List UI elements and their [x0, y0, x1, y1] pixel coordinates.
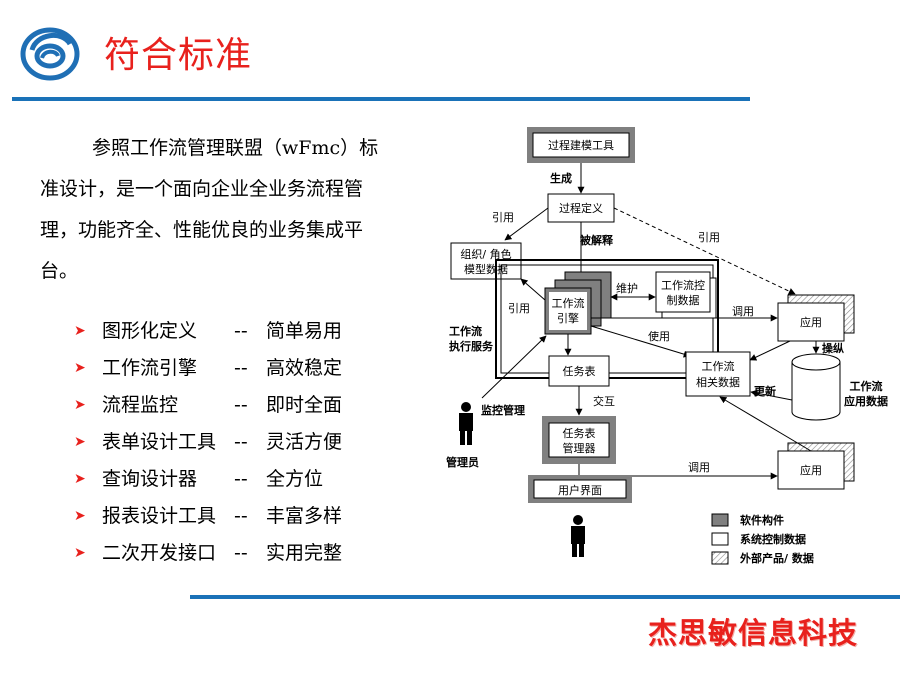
- execution-service-label-line1: 工作流: [449, 324, 482, 338]
- workflow-relevant-data-label-line2: 相关数据: [696, 375, 740, 389]
- feature-item: ➤ 报表设计工具 -- 丰富多样: [74, 501, 394, 531]
- org-role-model-label-line1: 组织/ 角色: [460, 247, 511, 261]
- application-label-1: 应用: [800, 315, 822, 329]
- feature-description: 即时全面: [266, 394, 343, 416]
- generate-label: 生成: [550, 171, 572, 185]
- workflow-control-data-label-line1: 工作流控: [661, 278, 705, 292]
- update-label: 更新: [754, 384, 776, 398]
- bullet-arrow-icon: ➤: [74, 434, 86, 450]
- bullet-arrow-icon: ➤: [74, 360, 86, 376]
- reference-label-top: 引用: [492, 210, 514, 224]
- brand-name: 杰思敏信息科技: [648, 616, 859, 650]
- invoke-label-1: 调用: [732, 305, 754, 318]
- legend-swatch-hatched: [711, 551, 729, 565]
- workflow-reference-diagram: 过程建模工具 生成 过程定义 引用 引用 被解释 组织/ 角色 模型数据 工作流…: [446, 127, 888, 565]
- legend-label-external: 外部产品/ 数据: [739, 551, 814, 565]
- task-list-manager-label-line2: 管理器: [563, 441, 596, 455]
- administrator-person-icon: [459, 402, 473, 445]
- workflow-control-data-label-line2: 制数据: [667, 293, 700, 307]
- maintain-label: 维护: [616, 281, 638, 295]
- admin-label: 管理员: [446, 455, 479, 469]
- feature-name: 流程监控: [102, 394, 179, 416]
- application-label-2: 应用: [800, 463, 822, 477]
- workflow-relevant-data-box: [685, 351, 751, 397]
- user-interface-label: 用户界面: [558, 483, 602, 497]
- feature-name: 报表设计工具: [102, 505, 217, 527]
- application-database-icon: [791, 362, 841, 421]
- reference-label-left: 引用: [508, 301, 530, 315]
- footer-divider: [190, 595, 900, 599]
- application-box-2: [777, 450, 845, 490]
- feature-separator: --: [234, 468, 248, 490]
- feature-separator: --: [234, 394, 248, 416]
- feature-name: 图形化定义: [102, 320, 198, 342]
- app-data-label-line1: 工作流: [850, 379, 883, 393]
- reference-label-right: 引用: [698, 230, 720, 244]
- feature-separator: --: [234, 431, 248, 453]
- bullet-arrow-icon: ➤: [74, 397, 86, 413]
- feature-description: 实用完整: [266, 542, 343, 564]
- legend-swatch-white: [711, 532, 729, 546]
- process-definition-box: [547, 193, 615, 223]
- feature-description: 简单易用: [266, 320, 343, 342]
- company-logo-icon: [20, 27, 80, 81]
- user-person-icon: [571, 515, 585, 557]
- slide-title: 符合标准: [104, 35, 253, 76]
- feature-separator: --: [234, 357, 248, 379]
- app-data-label-line2: 应用数据: [844, 394, 888, 408]
- execution-service-label-line2: 执行服务: [449, 339, 494, 353]
- workflow-relevant-data-label-line1: 工作流: [702, 359, 735, 373]
- process-modeling-tool-label: 过程建模工具: [548, 138, 614, 152]
- feature-description: 灵活方便: [266, 431, 343, 453]
- legend-label-control-data: 系统控制数据: [740, 532, 806, 546]
- use-label: 使用: [648, 330, 670, 343]
- process-definition-label: 过程定义: [559, 201, 603, 215]
- workflow-engine-label-line1: 工作流: [552, 296, 585, 310]
- feature-description: 全方位: [266, 468, 324, 490]
- feature-item: ➤ 工作流引擎 -- 高效稳定: [74, 353, 394, 383]
- header-divider: [12, 97, 750, 101]
- interact-label: 交互: [593, 394, 615, 408]
- feature-name: 表单设计工具: [102, 431, 217, 453]
- task-list-label: 任务表: [563, 364, 596, 378]
- workflow-control-data-box: [655, 271, 711, 313]
- feature-name: 二次开发接口: [102, 542, 217, 564]
- application-box-1: [777, 302, 845, 342]
- feature-item: ➤ 表单设计工具 -- 灵活方便: [74, 427, 394, 457]
- feature-separator: --: [234, 542, 248, 564]
- feature-item: ➤ 查询设计器 -- 全方位: [74, 464, 394, 494]
- bullet-arrow-icon: ➤: [74, 508, 86, 524]
- feature-item: ➤ 二次开发接口 -- 实用完整: [74, 538, 394, 568]
- invoke-label-2: 调用: [688, 461, 710, 474]
- legend-label-software: 软件构件: [740, 513, 784, 527]
- operate-label: 操纵: [822, 341, 844, 355]
- bullet-arrow-icon: ➤: [74, 471, 86, 487]
- bullet-arrow-icon: ➤: [74, 545, 86, 561]
- feature-name: 工作流引擎: [102, 357, 198, 379]
- feature-separator: --: [234, 505, 248, 527]
- workflow-engine-label-line2: 引擎: [557, 311, 579, 325]
- feature-separator: --: [234, 320, 248, 342]
- feature-item: ➤ 图形化定义 -- 简单易用: [74, 316, 394, 346]
- feature-description: 丰富多样: [266, 505, 343, 527]
- feature-name: 查询设计器: [102, 468, 198, 490]
- monitor-label: 监控管理: [481, 403, 525, 417]
- interpreted-label: 被解释: [580, 233, 614, 247]
- feature-description: 高效稳定: [266, 357, 343, 379]
- feature-item: ➤ 流程监控 -- 即时全面: [74, 390, 394, 420]
- task-list-manager-label-line1: 任务表: [563, 426, 596, 440]
- bullet-arrow-icon: ➤: [74, 323, 86, 339]
- intro-paragraph: 参照工作流管理联盟（wFmc）标准设计，是一个面向企业全业务流程管理，功能齐全、…: [40, 137, 379, 282]
- legend-swatch-gray: [711, 513, 729, 527]
